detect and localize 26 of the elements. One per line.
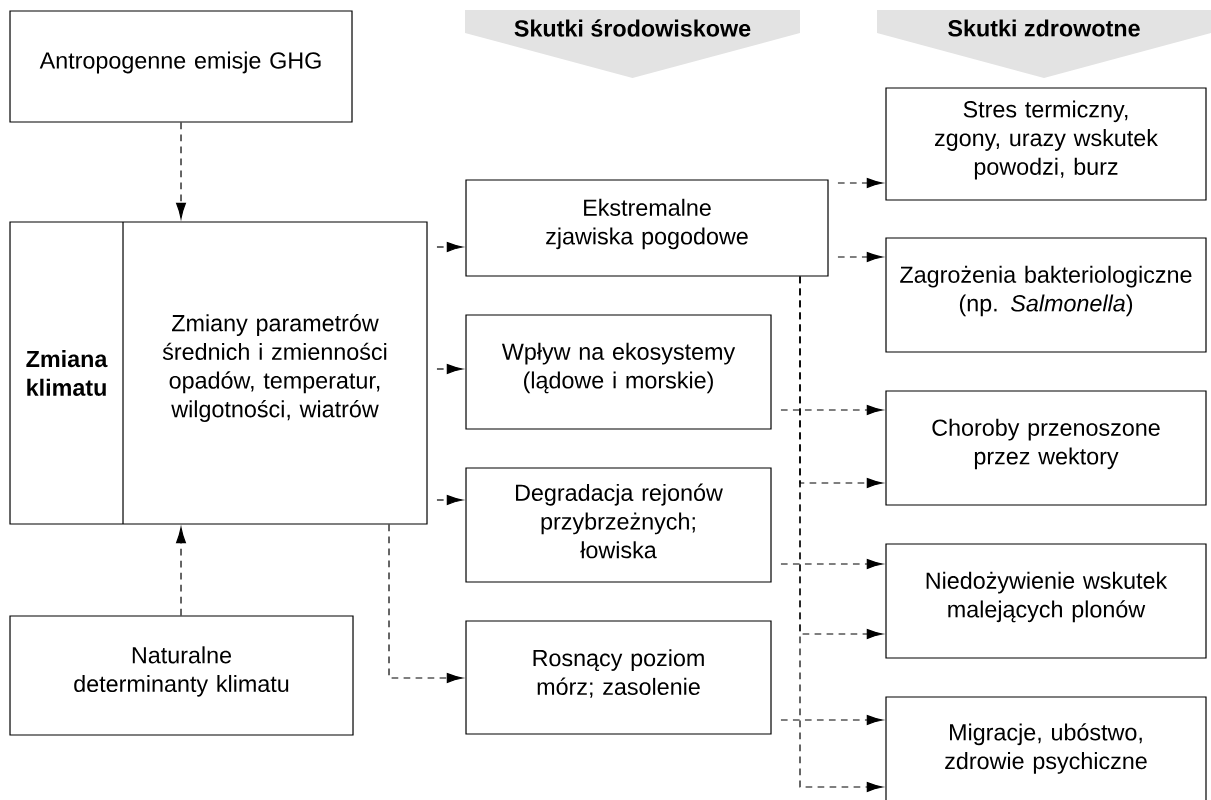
climate-box: Zmiana klimatu Zmiany parametrów średnich i zmienności opadów, temperatur, wilgotności, wiatrów: [9, 221, 428, 525]
text-box: Niedożywienie wskutek malejących plonów: [885, 543, 1207, 659]
text-box: Migracje, ubóstwo, zdrowie psychiczne: [885, 696, 1207, 800]
text-box: Antropogenne emisje GHG: [9, 10, 353, 123]
text-box: Ekstremalne zjawiska pogodowe: [465, 179, 829, 277]
arrow: [780, 405, 883, 415]
column-header: Skutki środowiskowe: [465, 10, 800, 78]
arrow: [837, 178, 883, 188]
column-header: Skutki zdrowotne: [877, 10, 1211, 78]
text-box: Stres termiczny, zgony, urazy wskutek powodzi, burz: [885, 87, 1207, 201]
arrow: [176, 122, 186, 219]
arrow: [780, 559, 883, 569]
arrow: [837, 252, 883, 262]
arrow: [436, 495, 463, 505]
text-box: Zagrożenia bakteriologiczne (np. Salmonella): [885, 237, 1207, 353]
arrow: [436, 242, 463, 252]
arrow: [780, 715, 883, 725]
arrow: [799, 276, 883, 792]
text-box: Rosnący poziom mórz; zasolenie: [465, 620, 772, 735]
text-box: Degradacja rejonów przybrzeżnych; łowiska: [465, 467, 772, 583]
text-box: Wpływ na ekosystemy (lądowe i morskie): [465, 314, 772, 430]
arrow: [176, 527, 186, 616]
text-box: Naturalne determinanty klimatu: [9, 615, 354, 736]
text-box: Choroby przenoszone przez wektory: [885, 390, 1207, 506]
arrow: [436, 364, 463, 374]
arrow: [388, 524, 463, 683]
